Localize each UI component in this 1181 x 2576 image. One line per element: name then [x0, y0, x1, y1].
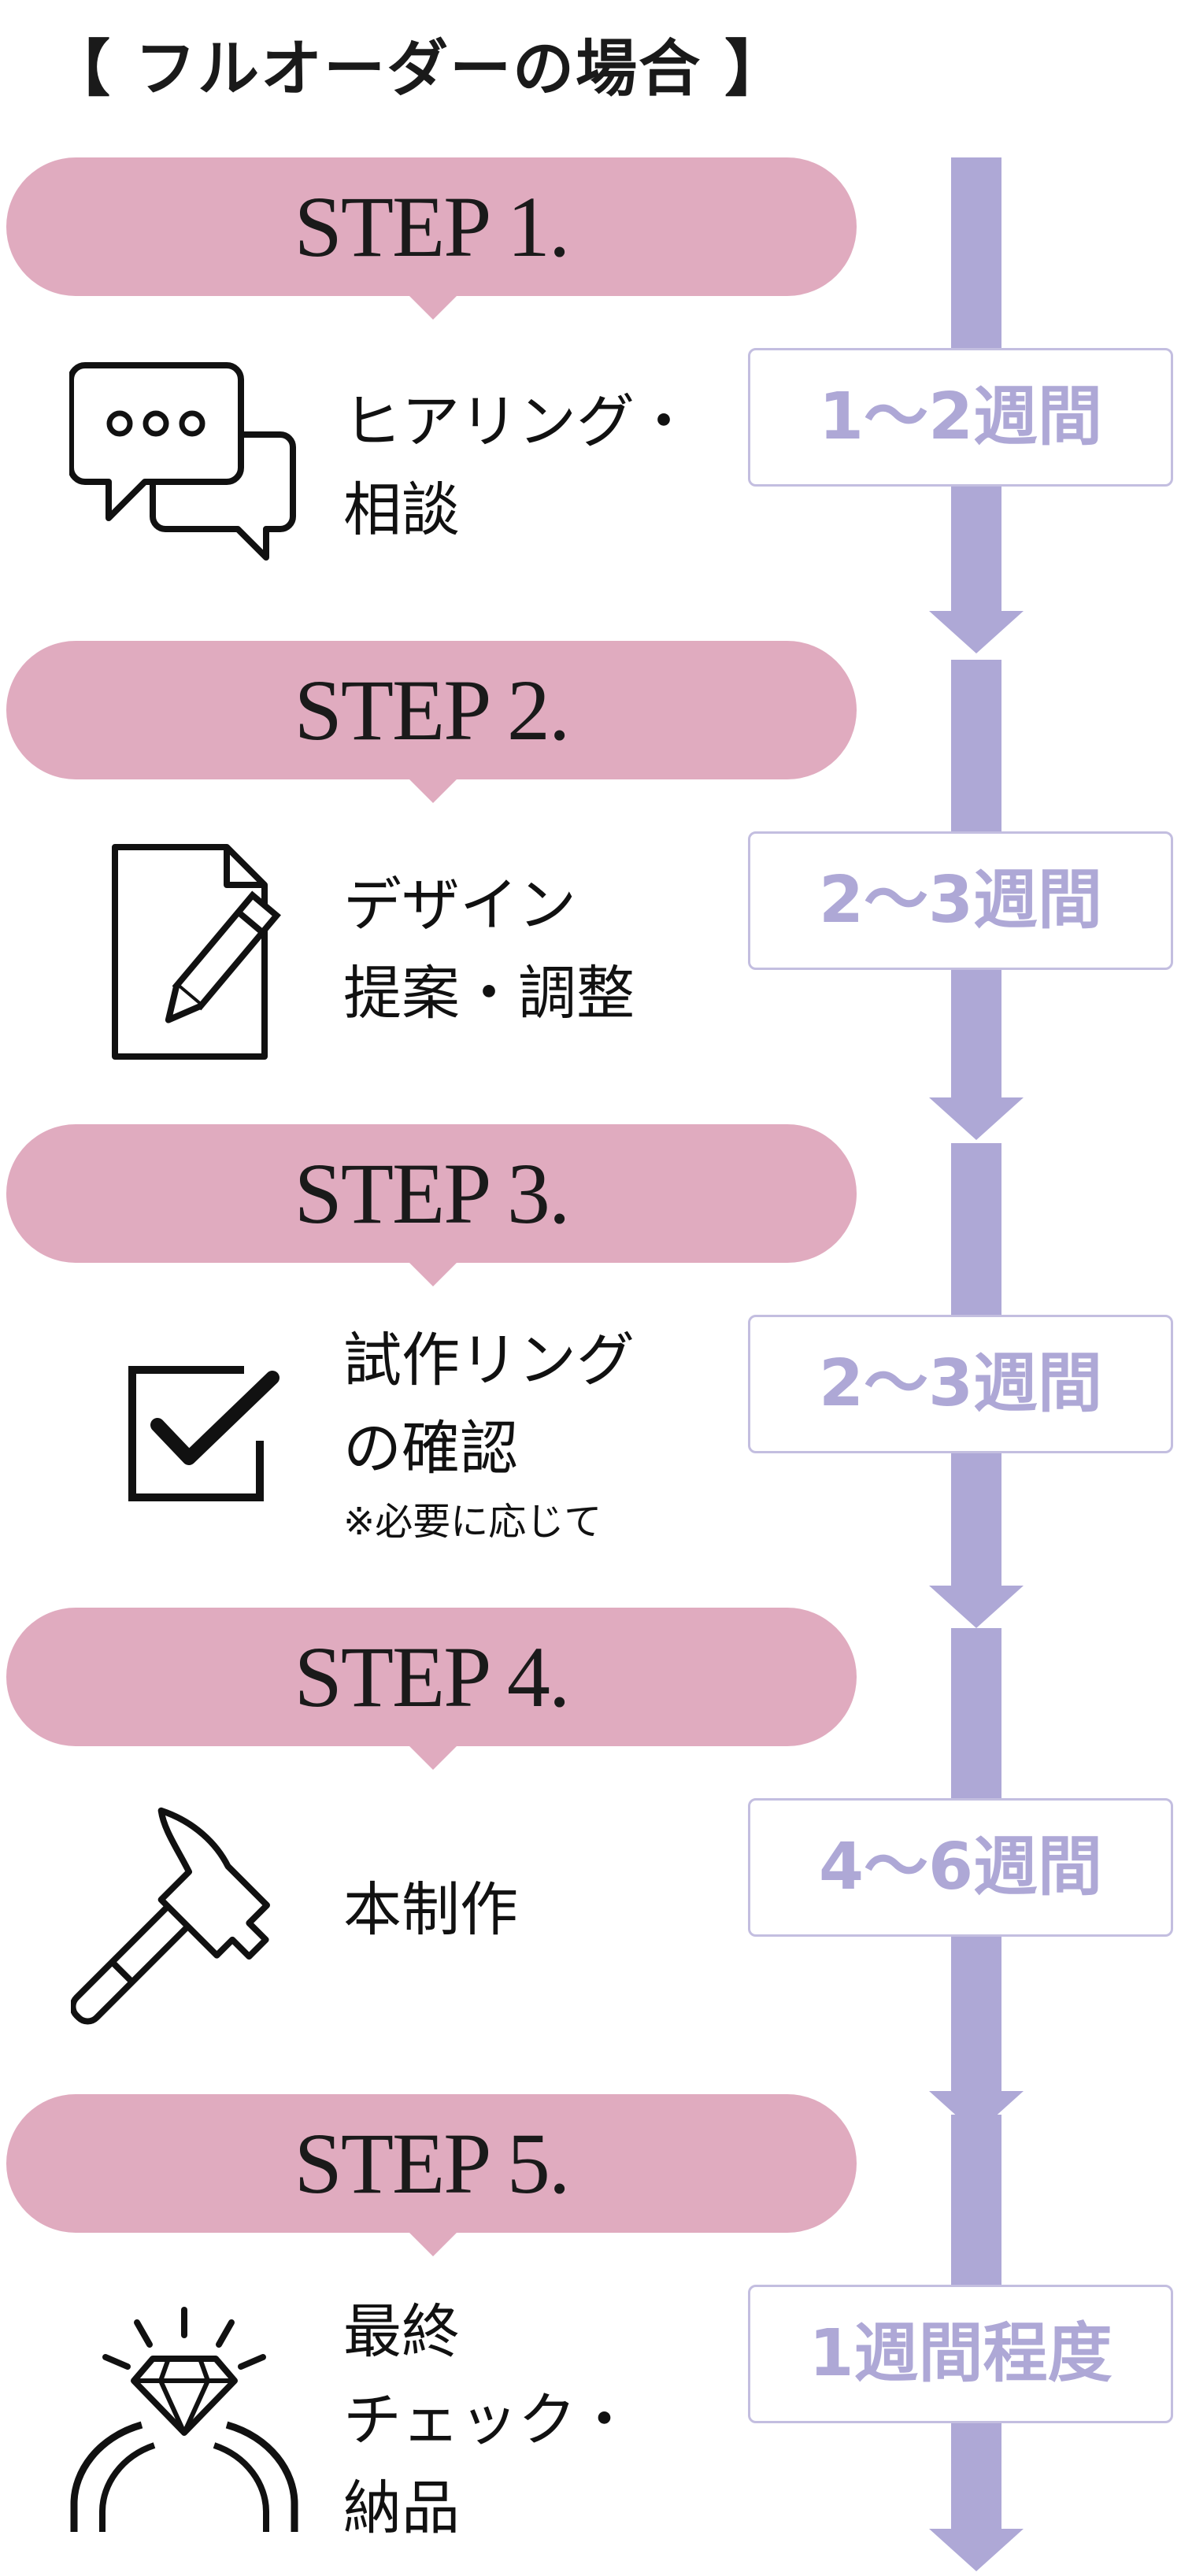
step-2-header: STEP 2. [6, 641, 857, 803]
step-1-header: STEP 1. [6, 157, 857, 320]
step-1-description: ヒアリング・ 相談 [343, 378, 693, 554]
step-3-note: ※必要に応じて [343, 1500, 602, 1544]
hammer-icon [71, 1807, 270, 2025]
diamond-ring-icon [70, 2307, 298, 2532]
step-4-header: STEP 4. [6, 1608, 857, 1770]
step-5-duration: 1週間程度 [748, 2285, 1173, 2423]
step-4-description: 本制作 [343, 1866, 518, 1954]
step-5-label: STEP 5. [294, 2115, 571, 2211]
step-5-line-1: 最終 [343, 2298, 460, 2366]
timeline-arrow-head-3 [929, 1586, 1024, 1628]
step-3-description: 試作リング の確認 ※必要に応じて [343, 1316, 635, 1551]
step-4-label: STEP 4. [294, 1629, 571, 1725]
step-4-duration: 4～6週間 [748, 1798, 1173, 1937]
step-2-label: STEP 2. [294, 662, 571, 758]
step-5-line-2: チェック・ [343, 2386, 634, 2454]
step-1-line-2: 相談 [343, 476, 460, 544]
step-3-line-2: の確認 [343, 1415, 518, 1482]
timeline-arrow-head-5 [929, 2529, 1024, 2571]
step-1-duration: 1～2週間 [748, 348, 1173, 487]
step-1-label: STEP 1. [294, 179, 571, 275]
step-2-line-2: 提案・調整 [343, 960, 635, 1027]
step-5-header: STEP 5. [6, 2094, 857, 2256]
step-1-line-1: ヒアリング・ [343, 388, 693, 456]
step-2-line-1: デザイン [343, 872, 576, 939]
timeline-arrow-head-2 [929, 1097, 1024, 1140]
chat-bubbles-icon [69, 362, 296, 561]
step-2-description: デザイン 提案・調整 [343, 861, 635, 1038]
document-pencil-icon [112, 844, 281, 1060]
step-3-label: STEP 3. [294, 1146, 571, 1242]
step-3-header: STEP 3. [6, 1124, 857, 1286]
step-2-duration: 2～3週間 [748, 831, 1173, 970]
step-5-description: 最終 チェック・ 納品 [343, 2288, 634, 2552]
step-3-line-1: 試作リング [343, 1327, 635, 1394]
step-5-line-3: 納品 [343, 2474, 460, 2542]
step-4-line-1: 本制作 [343, 1876, 518, 1944]
step-3-duration: 2～3週間 [748, 1315, 1173, 1453]
timeline-arrow-head-1 [929, 611, 1024, 653]
checkbox-icon [128, 1366, 280, 1501]
page-title: 【 フルオーダーの場合 】 [49, 34, 788, 105]
